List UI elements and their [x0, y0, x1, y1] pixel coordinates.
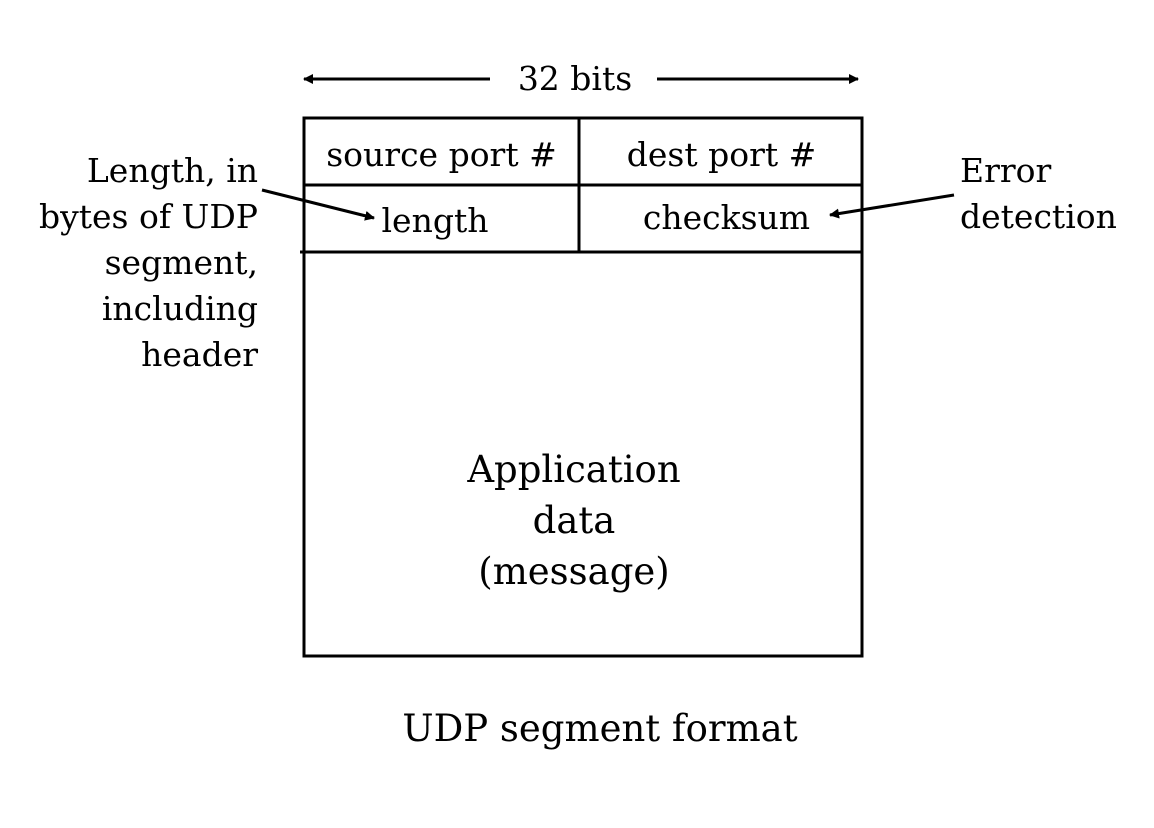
application-data-label: Application data (message) [304, 444, 844, 597]
source-port-field: source port # [326, 135, 557, 174]
checksum-field: checksum [642, 198, 811, 237]
error-detection-annotation: Error detection [960, 148, 1145, 240]
annotation-line: bytes of UDP [38, 197, 258, 236]
payload-line: Application [467, 448, 681, 491]
payload-line: data [532, 499, 616, 542]
segment-frame [302, 116, 864, 658]
annotation-line: Length, in [86, 151, 258, 190]
diagram-caption: UDP segment format [402, 707, 798, 750]
payload-line: (message) [478, 550, 670, 593]
length-annotation: Length, in bytes of UDP segment, includi… [20, 148, 258, 378]
annotation-line: Error [960, 151, 1052, 190]
annotation-line: header [141, 335, 258, 374]
checksum-pointer-arrow [829, 193, 955, 219]
length-field: length [381, 201, 489, 240]
annotation-line: detection [960, 197, 1117, 236]
annotation-line: including [101, 289, 258, 328]
dest-port-field: dest port # [626, 135, 817, 174]
annotation-line: segment, [104, 243, 258, 282]
length-pointer-arrow [261, 188, 375, 221]
width-label: 32 bits [517, 59, 633, 98]
